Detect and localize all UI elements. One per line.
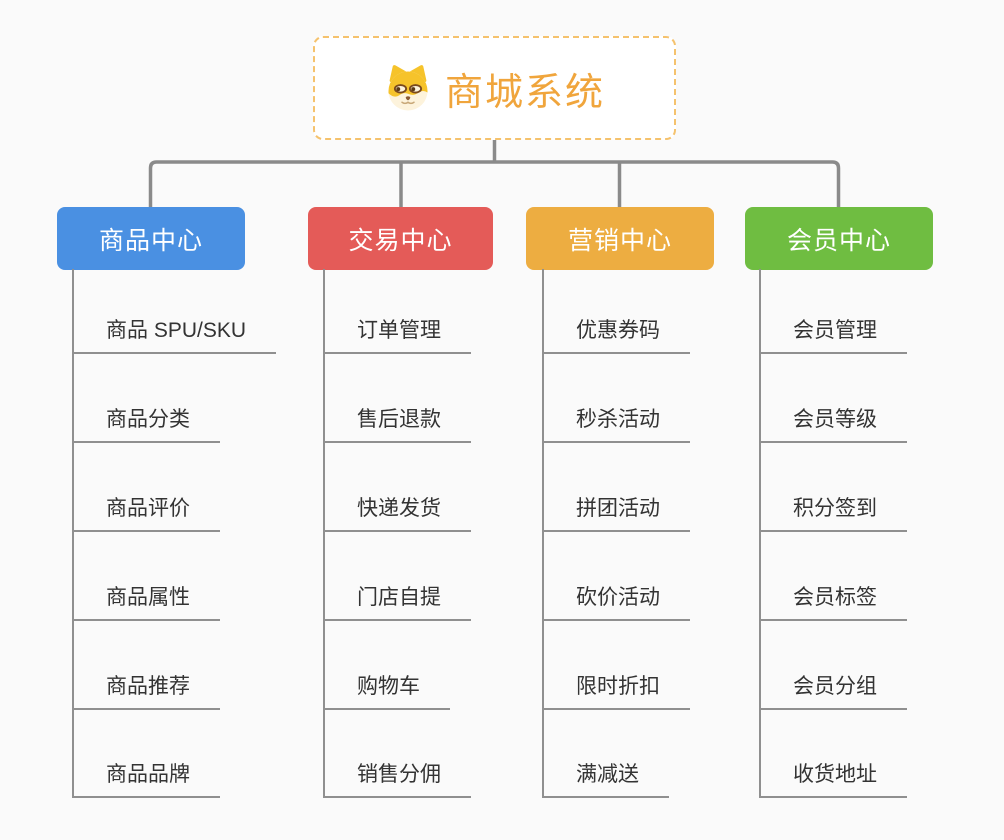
- child-node[interactable]: 会员管理: [759, 312, 907, 354]
- child-node[interactable]: 商品品牌: [72, 756, 220, 798]
- root-node[interactable]: 商城系统: [313, 36, 676, 140]
- child-node[interactable]: 收货地址: [759, 756, 907, 798]
- child-node[interactable]: 限时折扣: [542, 668, 690, 710]
- branch-children-line: [759, 269, 761, 798]
- child-node[interactable]: 订单管理: [323, 312, 471, 354]
- child-node[interactable]: 商品评价: [72, 490, 220, 532]
- child-node[interactable]: 购物车: [323, 668, 450, 710]
- child-node[interactable]: 商品属性: [72, 579, 220, 621]
- child-node[interactable]: 优惠券码: [542, 312, 690, 354]
- child-node[interactable]: 会员等级: [759, 401, 907, 443]
- child-node[interactable]: 会员标签: [759, 579, 907, 621]
- root-node-label: 商城系统: [444, 71, 605, 114]
- child-node[interactable]: 售后退款: [323, 401, 471, 443]
- child-node[interactable]: 砍价活动: [542, 579, 690, 621]
- branch-children-line: [72, 269, 74, 798]
- branch-children-line: [542, 269, 544, 798]
- child-node[interactable]: 快递发货: [323, 490, 471, 532]
- child-node[interactable]: 会员分组: [759, 668, 907, 710]
- branch-node-trade-center[interactable]: 交易中心: [308, 207, 493, 270]
- branch-node-marketing-center[interactable]: 营销中心: [526, 207, 714, 270]
- child-node[interactable]: 积分签到: [759, 490, 907, 532]
- child-node[interactable]: 秒杀活动: [542, 401, 690, 443]
- branch-children-line: [323, 269, 325, 798]
- branch-node-member-center[interactable]: 会员中心: [745, 207, 933, 270]
- child-node[interactable]: 商品分类: [72, 401, 220, 443]
- child-node[interactable]: 门店自提: [323, 579, 471, 621]
- branch-rail-line: [148, 160, 841, 207]
- shiba-dog-icon: [384, 64, 432, 112]
- branch-node-product-center[interactable]: 商品中心: [57, 207, 245, 270]
- child-node[interactable]: 商品 SPU/SKU: [72, 312, 277, 354]
- child-node[interactable]: 拼团活动: [542, 490, 690, 532]
- child-node[interactable]: 销售分佣: [323, 756, 471, 798]
- child-node[interactable]: 满减送: [542, 756, 669, 798]
- child-node[interactable]: 商品推荐: [72, 668, 220, 710]
